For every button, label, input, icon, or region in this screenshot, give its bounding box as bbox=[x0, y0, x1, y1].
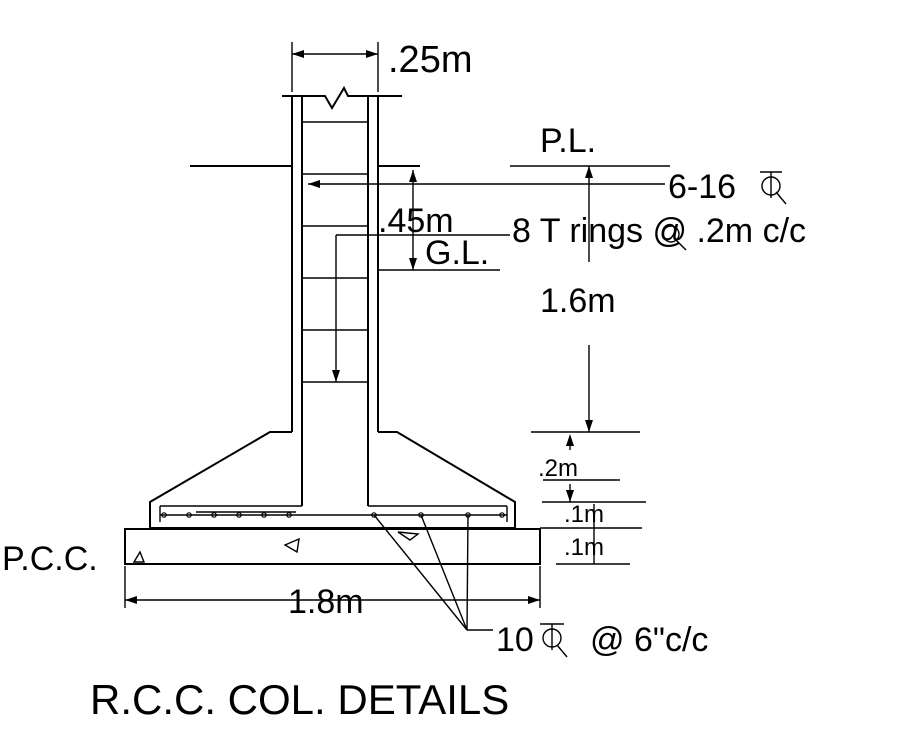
main-bars-label: 6-16 bbox=[668, 168, 736, 206]
ground-level: G.L. bbox=[378, 234, 500, 272]
base-depth-label: .1m bbox=[564, 501, 604, 528]
tor-steel-icon bbox=[540, 623, 568, 658]
ties-callout: 8 T rings @ .2m c/c bbox=[332, 212, 806, 382]
pcc-label: P.C.C. bbox=[2, 540, 98, 578]
base-bars-callout: 10 @ 6"c/c bbox=[373, 514, 708, 659]
main-bars-callout: 6-16 bbox=[308, 168, 787, 206]
pcc-depth-label: .1m bbox=[564, 534, 604, 561]
footing-width-dimension: 1.8m bbox=[124, 566, 541, 621]
plinth-level-label: P.L. bbox=[540, 122, 596, 160]
plinth-depth-dimension: .45m bbox=[378, 170, 454, 270]
footing-width-label: 1.8m bbox=[288, 583, 364, 621]
tor-steel-icon bbox=[662, 225, 687, 251]
column bbox=[282, 85, 402, 506]
depth-label: 1.6m bbox=[540, 282, 616, 320]
footing bbox=[149, 431, 516, 529]
column-ties bbox=[302, 121, 368, 383]
base-bars-label: 10 bbox=[496, 621, 534, 659]
tor-steel-icon bbox=[760, 171, 787, 205]
pcc-bed: P.C.C. bbox=[2, 528, 541, 578]
column-width-dimension: .25m bbox=[291, 39, 472, 92]
slope-depth-label: .2m bbox=[538, 455, 578, 482]
base-bars-spacing-label: @ 6"c/c bbox=[590, 621, 708, 659]
drawing-title: R.C.C. COL. DETAILS bbox=[90, 676, 509, 723]
base-bar-dots bbox=[161, 512, 505, 518]
depth-dimension: 1.6m bbox=[540, 166, 616, 432]
plinth-level: P.L. bbox=[190, 122, 670, 167]
ties-label: 8 T rings @ .2m c/c bbox=[512, 212, 806, 250]
column-width-label: .25m bbox=[388, 39, 472, 81]
ground-level-label: G.L. bbox=[425, 234, 489, 272]
plinth-depth-label: .45m bbox=[378, 202, 454, 240]
footing-depth-dimensions: .2m .1m .1m bbox=[531, 431, 646, 565]
